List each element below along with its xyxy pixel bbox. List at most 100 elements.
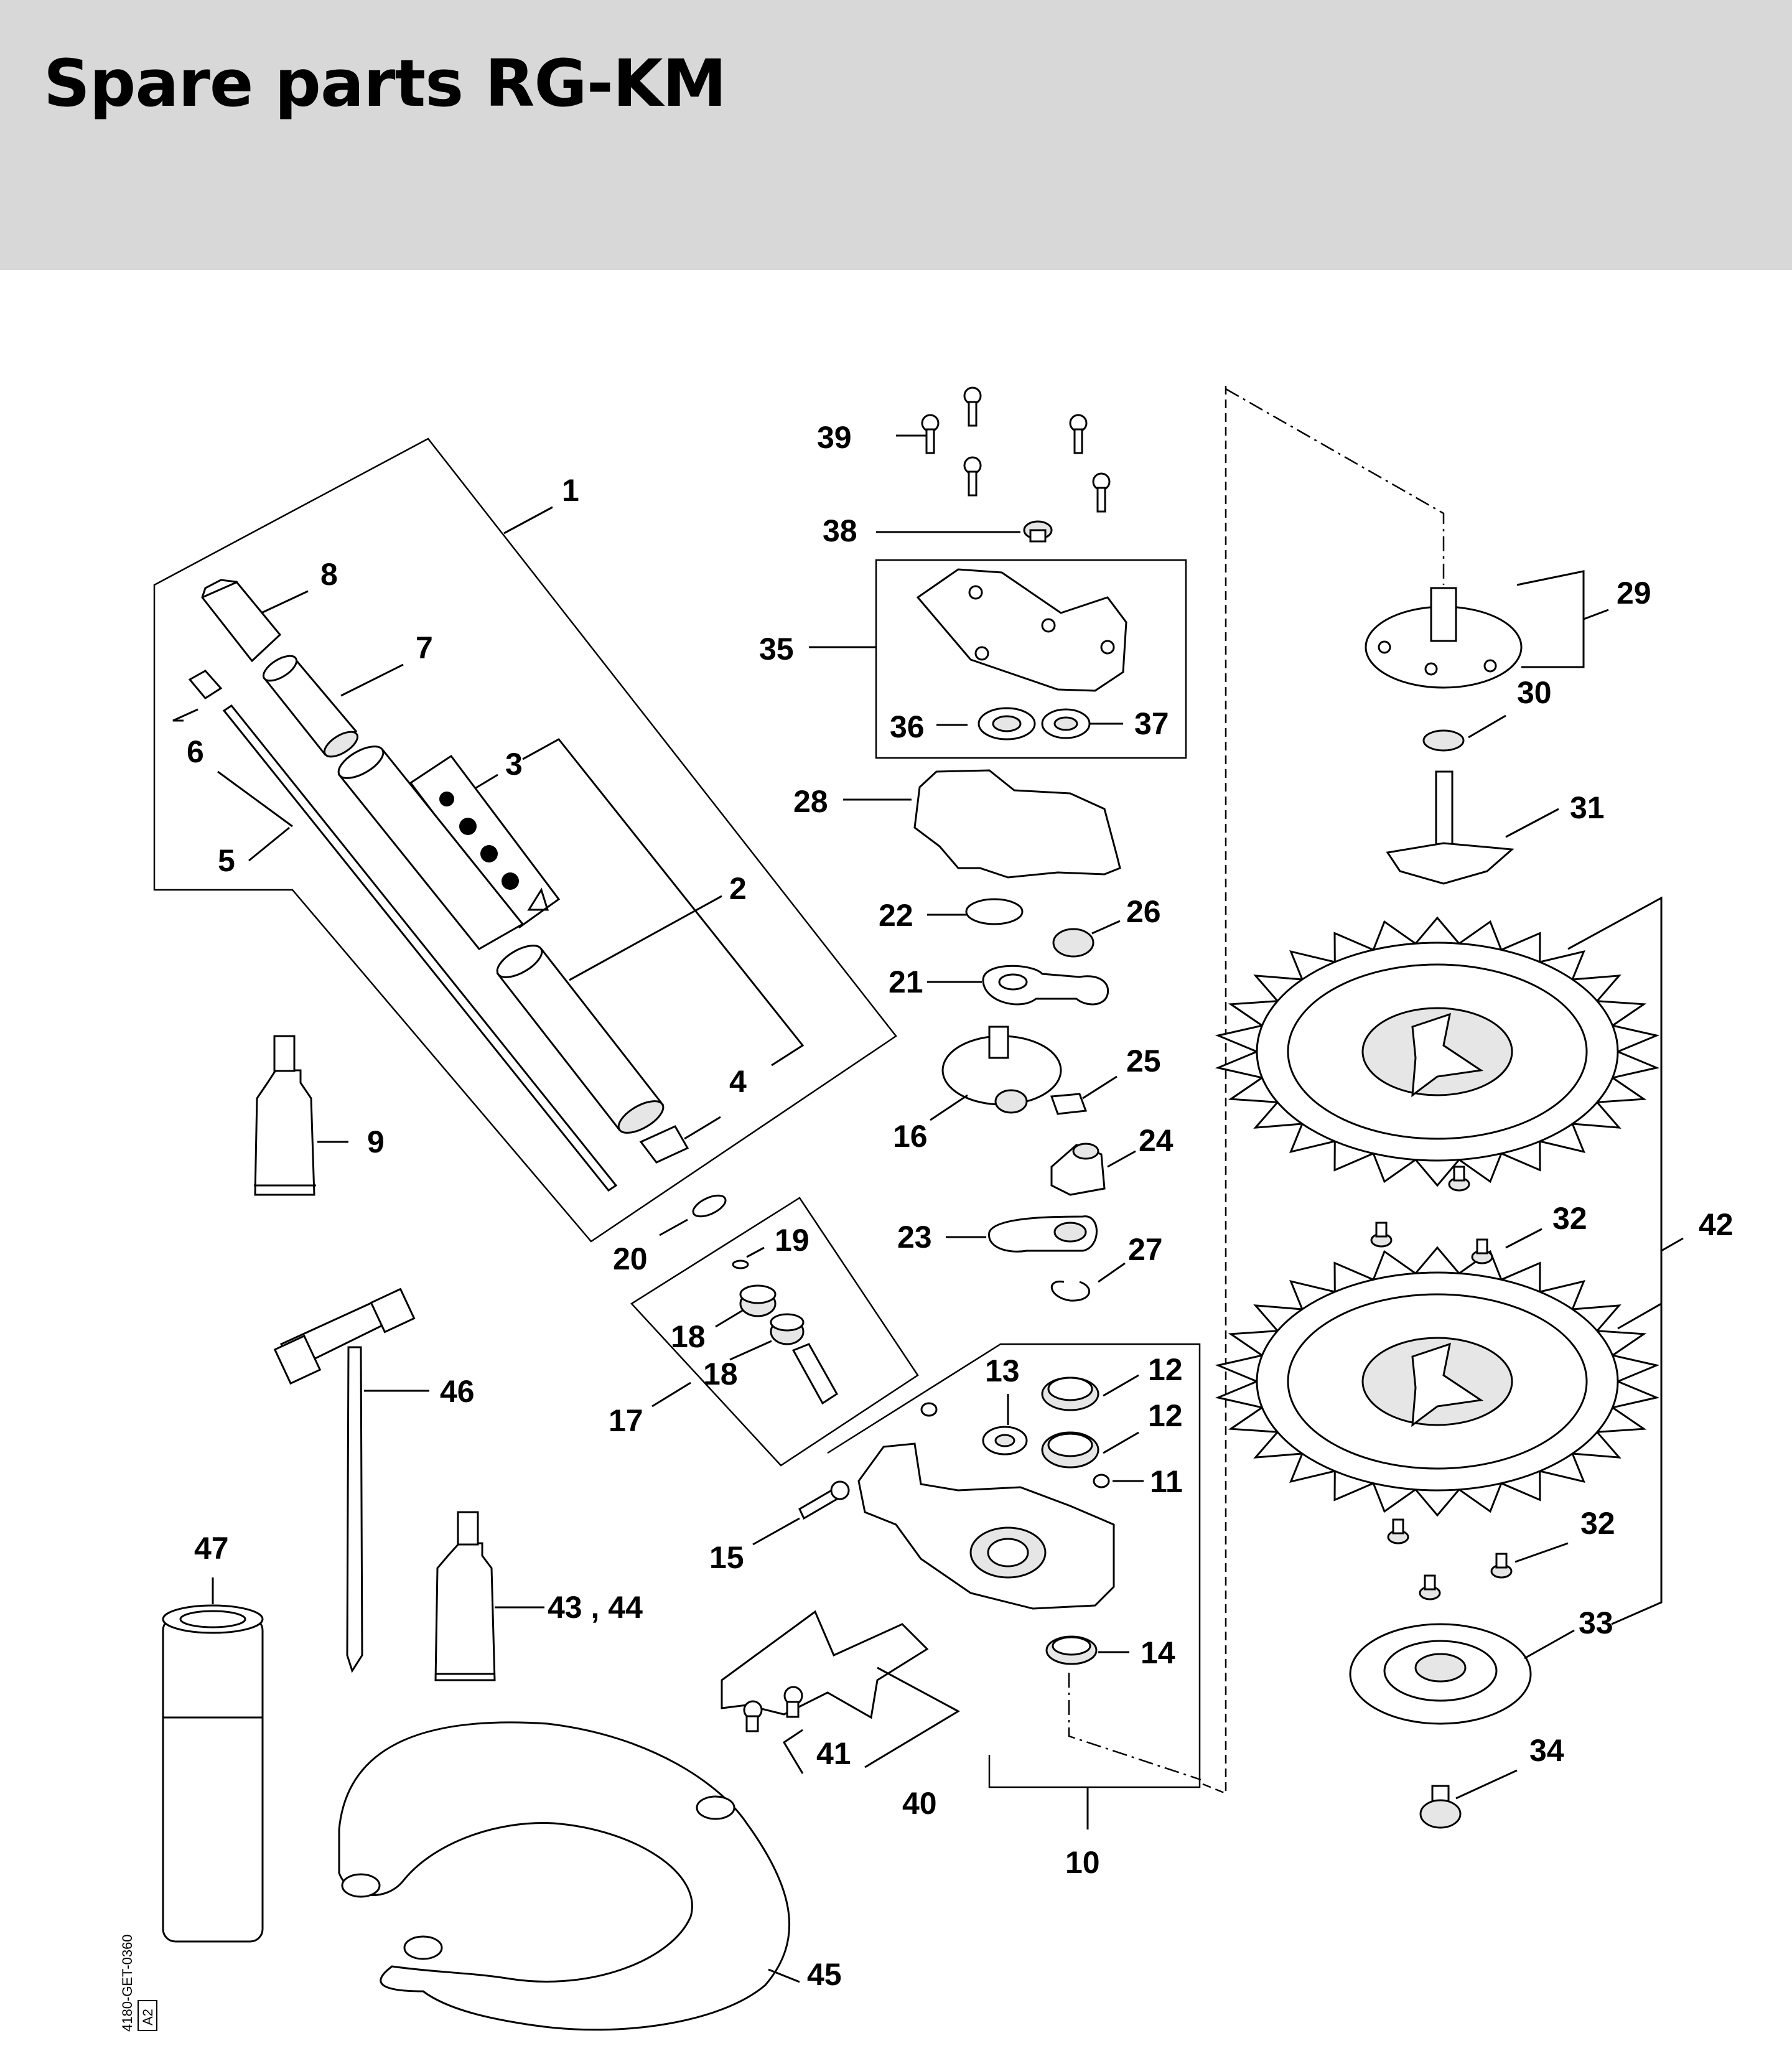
sheet-box	[138, 2000, 157, 2031]
label-part-5: 5	[218, 843, 235, 878]
drive-shaft-part	[222, 704, 618, 1192]
cover-screws-part	[921, 386, 1111, 513]
collar-screw-part	[1419, 1785, 1462, 1829]
spray-can-part	[162, 1604, 264, 1943]
label-part-39: 39	[817, 420, 852, 455]
label-part-8: 8	[320, 557, 338, 592]
small-pin-part	[920, 1402, 938, 1417]
bearing-36-part	[978, 707, 1036, 741]
drive-tube-upper-part	[337, 745, 525, 950]
shim-25-part	[1050, 1093, 1088, 1115]
label-part-2: 2	[729, 871, 747, 906]
label-part-29: 29	[1617, 576, 1651, 610]
bearing-18-upper-part	[739, 1284, 777, 1317]
seal-12-upper-part	[1041, 1376, 1099, 1411]
label-part-19: 19	[775, 1223, 810, 1258]
gear-housing-part	[857, 1442, 1115, 1610]
shaft-center-line	[1225, 388, 1445, 585]
label-part-38: 38	[823, 513, 857, 548]
bushing-24-part	[1050, 1142, 1106, 1196]
label-part-25: 25	[1126, 1044, 1161, 1078]
label-part-9: 9	[367, 1124, 385, 1159]
drive-flange-29-part	[1365, 587, 1523, 689]
label-part-32-lower: 32	[1580, 1506, 1615, 1541]
drive-tube-lower-part	[496, 945, 665, 1134]
label-part-36: 36	[890, 709, 925, 744]
label-part-40: 40	[902, 1786, 937, 1821]
label-part-46: 46	[440, 1374, 475, 1409]
housing-screw-part	[798, 1480, 850, 1520]
washer-22-part	[965, 898, 1024, 925]
bevel-pinion-part	[791, 1343, 838, 1405]
label-part-30: 30	[1517, 675, 1552, 710]
deflector-guard-part	[338, 1721, 791, 2031]
label-part-1: 1	[562, 473, 579, 508]
dashed-axis-line	[1199, 386, 1227, 1795]
bearing-37-part	[1041, 708, 1091, 739]
label-part-28: 28	[793, 784, 828, 819]
circlip-27-part	[1050, 1280, 1091, 1302]
label-part-13: 13	[985, 1353, 1020, 1388]
lever-23-part	[988, 1215, 1098, 1253]
leader-lines	[172, 434, 1684, 1983]
bracket-screw-left-part	[743, 1700, 763, 1732]
tube-holder-part	[262, 655, 359, 758]
page-title: Spare parts RG-KM	[44, 45, 727, 121]
label-part-47: 47	[194, 1531, 229, 1566]
blade-screws-lower-part	[1387, 1518, 1513, 1600]
label-part-42: 42	[1699, 1207, 1734, 1242]
label-part-17: 17	[609, 1403, 643, 1438]
label-part-22: 22	[879, 898, 913, 933]
label-part-7: 7	[416, 630, 433, 665]
circlip-19-part	[732, 1259, 749, 1269]
t-wrench-part	[273, 1287, 416, 1673]
seal-14-part	[1045, 1635, 1098, 1665]
label-part-20: 20	[613, 1241, 648, 1276]
label-part-6: 6	[187, 734, 204, 769]
connecting-rod-part	[982, 965, 1109, 1006]
label-part-18-lower: 18	[703, 1357, 738, 1391]
nut-26-part	[1052, 928, 1094, 958]
label-part-11: 11	[1150, 1464, 1183, 1499]
label-part-32-upper: 32	[1552, 1201, 1587, 1236]
gear-cover-frame	[875, 559, 1187, 759]
cutting-blade-upper-part	[1215, 916, 1660, 1187]
spindle-31-part	[1386, 770, 1514, 885]
label-part-14: 14	[1141, 1635, 1175, 1670]
label-part-43-44: 43 , 44	[548, 1590, 643, 1625]
label-part-12-upper: 12	[1148, 1352, 1183, 1387]
blade-screws-upper-part	[1370, 1166, 1493, 1264]
label-part-35: 35	[759, 632, 794, 666]
bracket-screw-right-part	[783, 1686, 803, 1718]
label-part-26: 26	[1126, 894, 1161, 929]
small-sleeve-part	[188, 670, 223, 699]
gear-cover-part	[916, 568, 1127, 692]
label-part-45: 45	[807, 1957, 842, 1992]
sheet-code: A2	[140, 2009, 156, 2026]
bearing-18-lower-part	[770, 1313, 805, 1345]
label-part-16: 16	[893, 1119, 928, 1154]
label-part-18-upper: 18	[671, 1319, 706, 1354]
retaining-ring-20-part	[692, 1194, 727, 1218]
ring-30-part	[1422, 729, 1465, 752]
bearing-13-part	[982, 1426, 1028, 1456]
label-part-34: 34	[1529, 1733, 1564, 1768]
header-bar: Spare parts RG-KM	[0, 0, 1792, 270]
label-part-4: 4	[729, 1064, 747, 1099]
cutting-blade-lower-part	[1215, 1246, 1660, 1517]
grease-tube-part	[254, 1035, 316, 1196]
label-part-24: 24	[1139, 1123, 1174, 1158]
seal-12-lower-part	[1041, 1431, 1099, 1469]
label-part-37: 37	[1134, 706, 1169, 741]
safety-sticker-part	[409, 754, 561, 929]
label-part-23: 23	[897, 1220, 932, 1255]
guard-bracket-part	[721, 1610, 929, 1719]
grease-tube-small-part	[434, 1511, 496, 1681]
bevel-gear-set-frame	[630, 1197, 919, 1467]
drawing-code: 4180-GET-0360	[119, 1934, 135, 2032]
seal-center-line	[1068, 1673, 1202, 1781]
label-part-15: 15	[709, 1540, 744, 1575]
label-part-27: 27	[1128, 1232, 1163, 1267]
gear-housing-frame	[827, 1343, 1201, 1788]
